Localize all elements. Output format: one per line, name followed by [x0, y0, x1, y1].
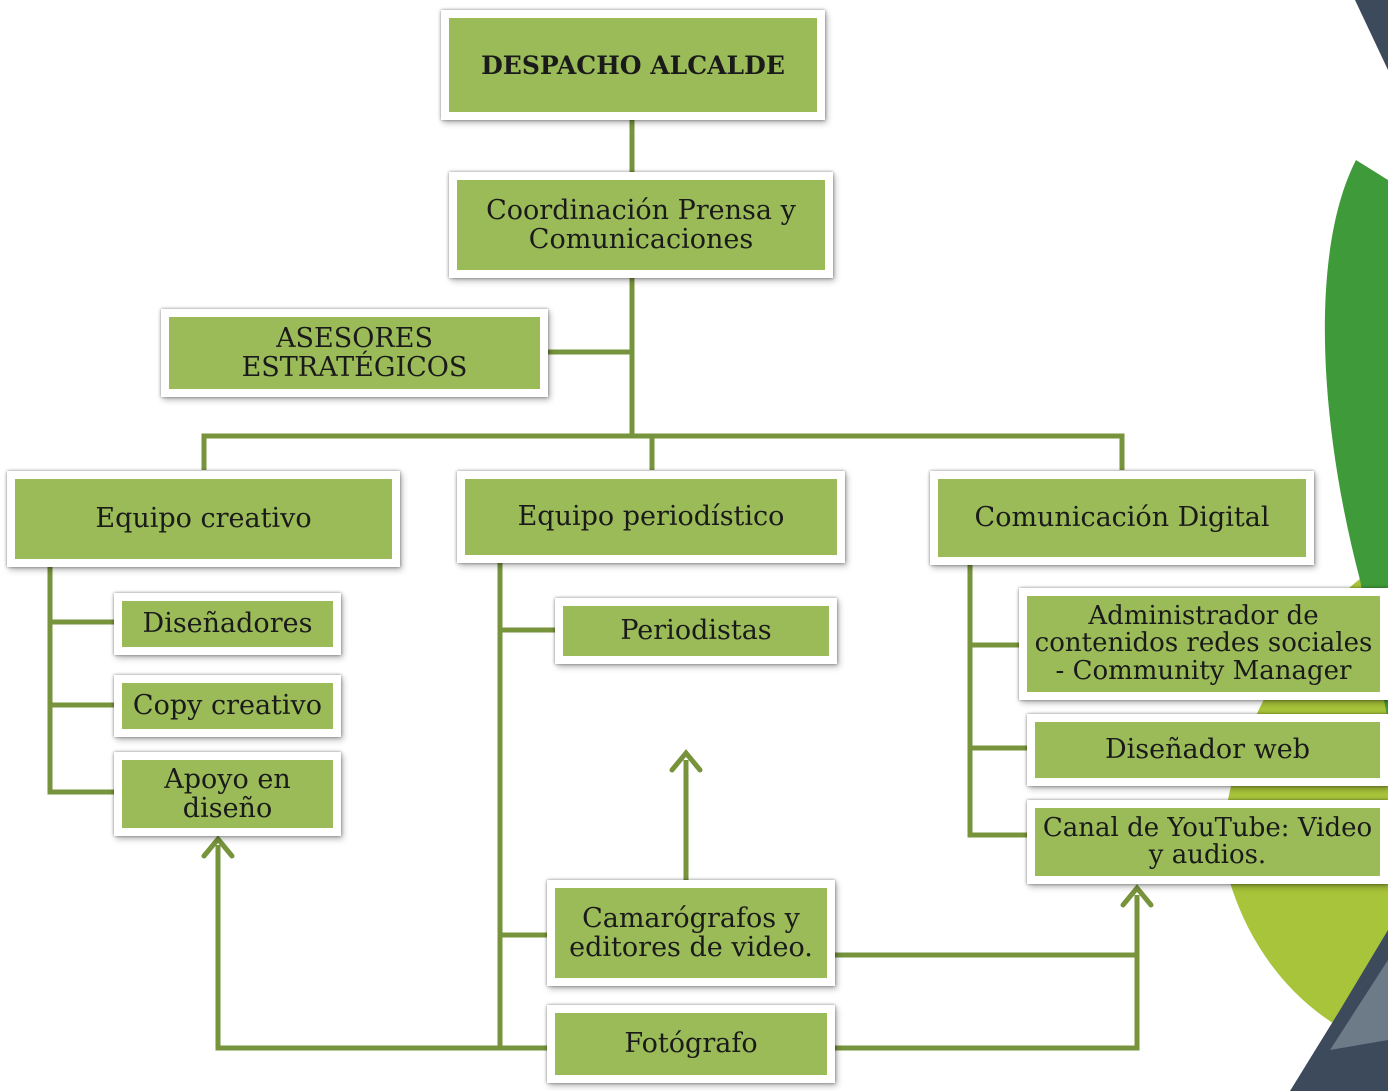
arrow-line-fotografo-apoyo	[215, 845, 551, 1051]
node-fotografo: Fotógrafo	[547, 1005, 835, 1083]
node-disenadores: Diseñadores	[114, 593, 341, 655]
node-despacho-alcalde: DESPACHO ALCALDE	[441, 10, 825, 120]
node-copy-creativo: Copy creativo	[114, 675, 341, 737]
node-asesores: ASESORES ESTRATÉGICOS	[161, 309, 548, 397]
dark-green-leaf	[1324, 160, 1388, 720]
node-apoyo-diseno: Apoyo en diseño	[114, 752, 341, 836]
photo-corner-bottom	[1290, 930, 1388, 1091]
arrowhead-youtube	[1120, 884, 1154, 908]
node-periodistas: Periodistas	[555, 598, 837, 664]
photo-corner-top	[1355, 0, 1388, 70]
arrow-line-fotografo-youtube	[832, 955, 1140, 1051]
arrow-line-camarografos-youtube	[832, 895, 1140, 958]
arrowhead-apoyo	[201, 835, 235, 859]
node-equipo-creativo: Equipo creativo	[7, 471, 400, 567]
connector-group	[47, 118, 1140, 1051]
node-disenador-web: Diseñador web	[1027, 714, 1388, 786]
connector-creativo-spine	[47, 567, 120, 795]
node-comunicacion-digital: Comunicación Digital	[930, 471, 1314, 565]
node-community-manager: Administrador de contenidos redes social…	[1019, 588, 1388, 700]
connector-periodistico-spine	[497, 563, 551, 1051]
arrowhead-periodistico	[669, 749, 703, 773]
arrowheads	[201, 749, 1154, 908]
node-youtube: Canal de YouTube: Video y audios.	[1027, 800, 1388, 884]
node-equipo-periodistico: Equipo periodístico	[457, 471, 845, 563]
node-camarografos: Camarógrafos y editores de video.	[547, 880, 835, 986]
connector-digital-spine	[967, 565, 1030, 838]
photo-corner-bottom-light	[1330, 960, 1388, 1050]
connector-horizontal-bus	[201, 433, 1125, 470]
node-coordinacion: Coordinación Prensa y Comunicaciones	[449, 172, 833, 278]
